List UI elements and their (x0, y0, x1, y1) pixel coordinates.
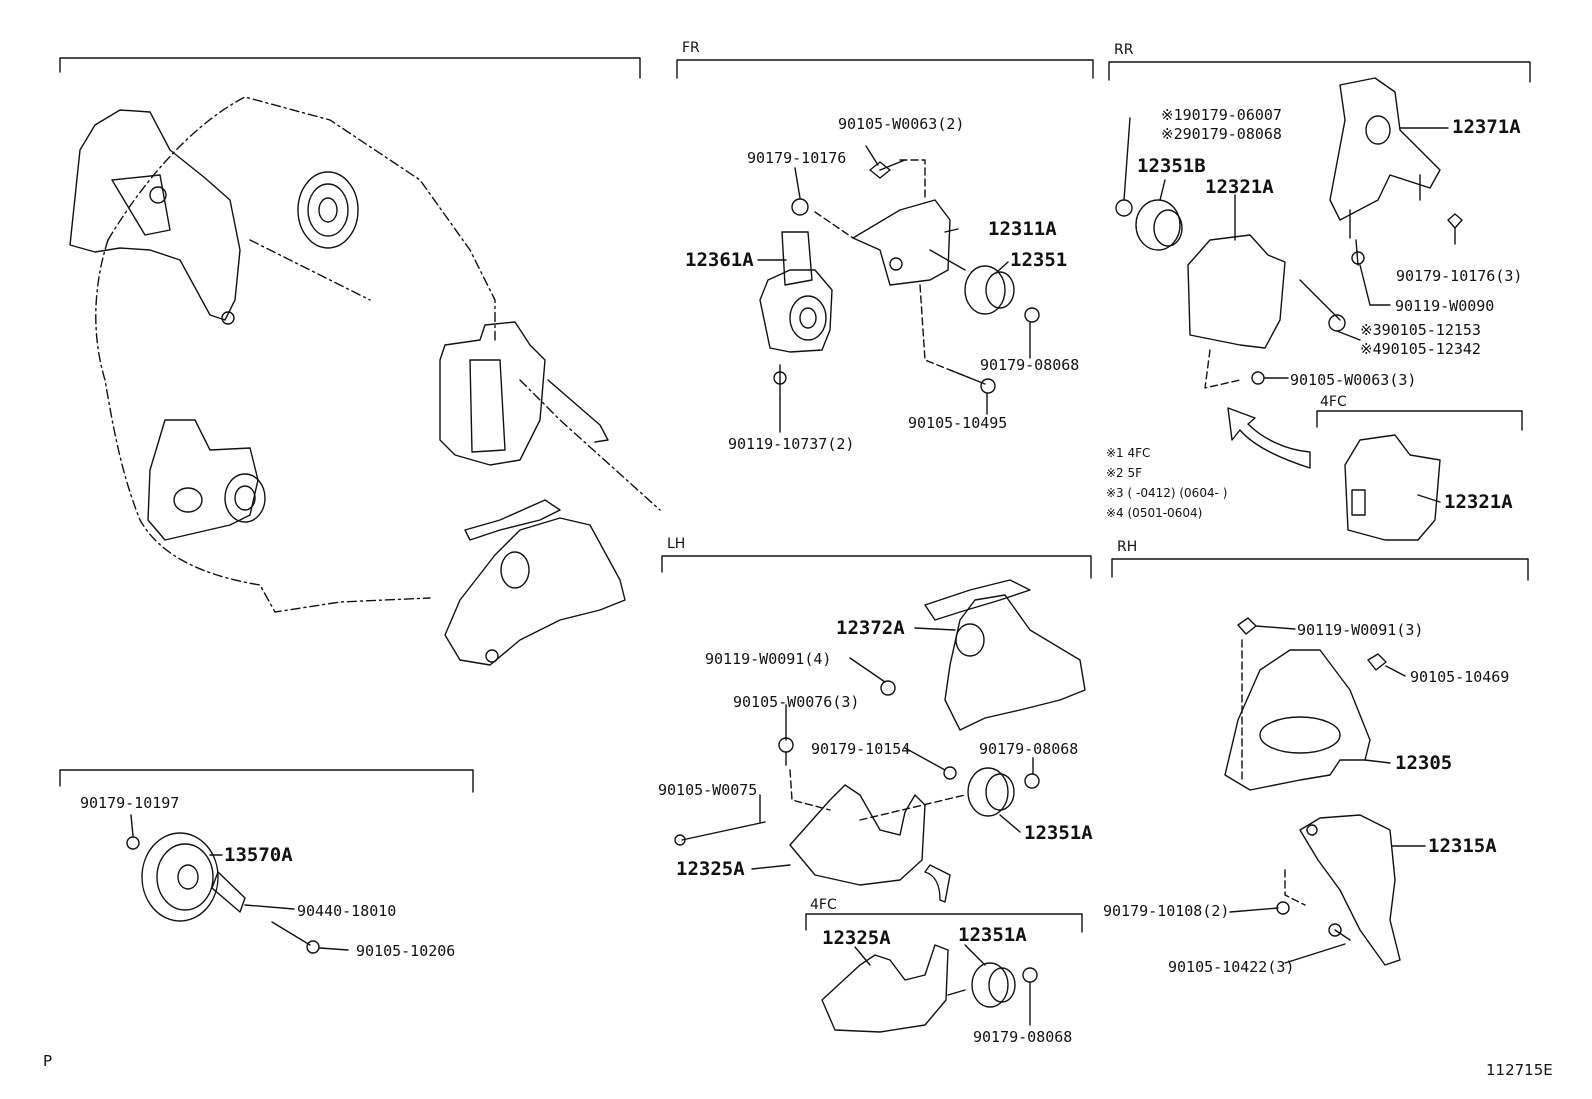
bracket-rr-4fc (1316, 410, 1523, 431)
engine-block-outline (107, 96, 496, 341)
leader-lines (130, 117, 1456, 1026)
part-label[interactable]: 90119-W0090 (1395, 297, 1495, 315)
part-label[interactable]: 90179-08068 (979, 740, 1079, 758)
part-label[interactable]: 12372A (836, 617, 905, 639)
part-label[interactable]: 12305 (1395, 752, 1453, 774)
rr-upper-mount-12371A (1329, 77, 1441, 221)
bracket-rh (1111, 558, 1529, 581)
engine-overview-drawing (69, 96, 661, 666)
part-label[interactable]: 90105-10206 (356, 942, 456, 960)
rr-bracket-12321A (1187, 234, 1286, 349)
footnote: ※1 4FC (1106, 446, 1151, 460)
part-label[interactable]: 90105-W0075 (658, 781, 758, 799)
rr-arrow (1227, 407, 1311, 469)
part-label[interactable]: 12325A (822, 927, 891, 949)
part-label[interactable]: 90179-10108(2) (1103, 902, 1230, 920)
engine-mount-upper-left (69, 109, 241, 321)
rh-parts-drawing (1224, 617, 1401, 966)
pulley-13570A (141, 832, 219, 922)
part-label[interactable]: 90105-10495 (908, 414, 1008, 432)
lh-4fc-bracket-12325A (821, 944, 949, 1033)
rh-bracket-12315A (1299, 814, 1401, 966)
rr-parts-drawing (1115, 77, 1463, 541)
part-label[interactable]: ※490105-12342 (1360, 340, 1481, 358)
engine-mount-rear-overview (439, 321, 546, 466)
footnote: ※4 (0501-0604) (1106, 506, 1203, 520)
part-label[interactable]: 12321A (1444, 491, 1513, 513)
part-label[interactable]: 90105-W0063(3) (1290, 371, 1417, 389)
part-label[interactable]: 90179-08068 (980, 356, 1080, 374)
part-label[interactable]: 12325A (676, 858, 745, 880)
section-title-lh-4fc: 4FC (810, 897, 837, 913)
section-title-lh: LH (667, 536, 686, 552)
part-label[interactable]: ※290179-08068 (1161, 125, 1282, 143)
bracket-fr (676, 59, 1094, 79)
part-label[interactable]: 90105-W0076(3) (733, 693, 860, 711)
part-label[interactable]: 90105-10422(3) (1168, 958, 1295, 976)
lh-mount-12372A (944, 594, 1086, 731)
part-label[interactable]: 90179-10154 (811, 740, 911, 758)
part-label[interactable]: ※190179-06007 (1161, 106, 1282, 124)
page-marker: P (43, 1052, 53, 1070)
section-title-rh: RH (1117, 539, 1138, 555)
part-label[interactable]: 12351A (958, 924, 1027, 946)
footnote: ※3 ( -0412) (0604- ) (1106, 486, 1228, 500)
rr-nut (1115, 199, 1133, 217)
part-label[interactable]: 12351B (1137, 155, 1206, 177)
section-title-fr: FR (682, 40, 700, 56)
footnote: ※2 5F (1106, 466, 1143, 480)
lh-arrow (924, 864, 951, 903)
pulley-parts-drawing (126, 832, 320, 954)
rh-mount-12305 (1224, 649, 1371, 791)
fr-bracket-12311A (852, 199, 951, 286)
fr-bushing-12351 (964, 265, 1006, 315)
rr-4fc-bracket-12321A (1344, 434, 1441, 541)
part-label[interactable]: 90179-10176 (747, 149, 847, 167)
bracket-rr (1108, 61, 1531, 83)
part-label[interactable]: 90119-W0091(4) (705, 650, 832, 668)
pulley-overview (297, 171, 359, 249)
part-label[interactable]: 90105-10469 (1410, 668, 1510, 686)
part-label[interactable]: 12361A (685, 249, 754, 271)
bracket-engine-overview (59, 57, 641, 79)
part-label[interactable]: ※390105-12153 (1360, 321, 1481, 339)
part-label[interactable]: 12315A (1428, 835, 1497, 857)
bracket-pulley (59, 769, 474, 793)
lh-bracket-12325A (789, 784, 926, 886)
bracket-lh-4fc (805, 913, 1083, 933)
part-label[interactable]: 90179-10176(3) (1396, 267, 1523, 285)
part-label[interactable]: 13570A (224, 844, 293, 866)
section-title-rr-4fc: 4FC (1320, 394, 1347, 410)
fr-parts-drawing (759, 159, 1040, 399)
part-label[interactable]: 90119-W0091(3) (1297, 621, 1424, 639)
lh-bushing-12351A (967, 767, 1009, 817)
part-label[interactable]: 12351 (1010, 249, 1068, 271)
part-label[interactable]: 90105-W0063(2) (838, 115, 965, 133)
lh-parts-drawing (674, 579, 1086, 1033)
section-brackets (59, 57, 1531, 933)
rr-bushing-12351B (1135, 199, 1181, 251)
bracket-lh (661, 555, 1092, 579)
part-label[interactable]: 90119-10737(2) (728, 435, 855, 453)
part-label[interactable]: 12351A (1024, 822, 1093, 844)
part-label[interactable]: 12321A (1205, 176, 1274, 198)
section-title-rr: RR (1114, 42, 1134, 58)
part-label[interactable]: 90440-18010 (297, 902, 397, 920)
fr-engine-mount-12361A (759, 269, 833, 353)
part-label[interactable]: 12371A (1452, 116, 1521, 138)
part-label[interactable]: 90179-08068 (973, 1028, 1073, 1046)
part-label[interactable]: 12311A (988, 218, 1057, 240)
part-label[interactable]: 90179-10197 (80, 794, 180, 812)
figure-code: 112715E (1486, 1061, 1553, 1079)
